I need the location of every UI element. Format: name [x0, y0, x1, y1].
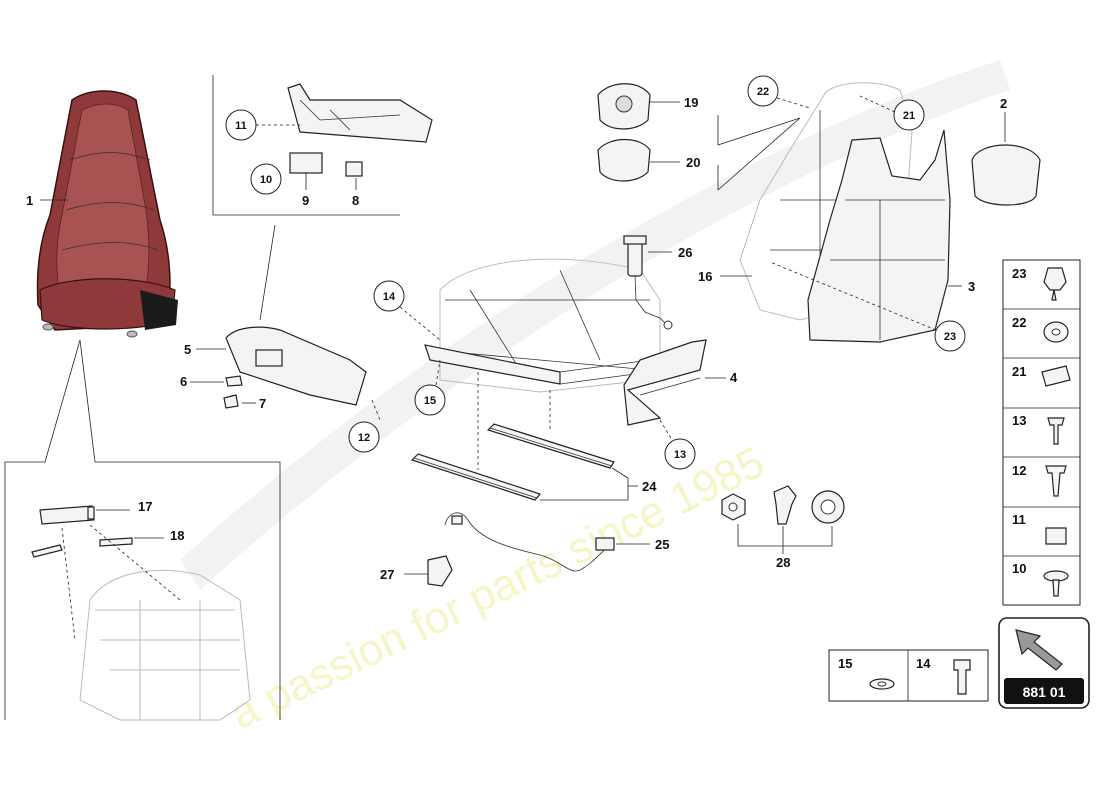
legend-11: 11	[1012, 512, 1026, 527]
legend-13: 13	[1012, 413, 1026, 428]
svg-text:11: 11	[235, 120, 247, 132]
svg-text:14: 14	[383, 291, 396, 303]
wiring-harness	[444, 512, 615, 572]
legend-12: 12	[1012, 463, 1026, 478]
callout-14	[373, 280, 405, 312]
seat-rails	[410, 423, 615, 501]
label-28: 28	[776, 555, 790, 570]
svg-text:13: 13	[674, 449, 686, 461]
label-2: 2	[1000, 96, 1007, 111]
label-17: 17	[138, 499, 152, 514]
label-19: 19	[684, 95, 698, 110]
label-4: 4	[730, 370, 738, 385]
fastener-legend: 23 22 21 13 12 11 10	[1002, 259, 1081, 606]
seat-side-trim	[223, 326, 367, 409]
legend-23: 23	[1012, 266, 1026, 281]
label-18: 18	[170, 528, 184, 543]
svg-text:21: 21	[903, 110, 915, 122]
legend-15: 15	[838, 656, 852, 671]
hardware-group-28	[721, 485, 845, 525]
headrest-cover-part-2	[971, 144, 1041, 206]
callout-12	[348, 421, 380, 453]
diagram-code-box: 881 01	[998, 617, 1090, 709]
label-7: 7	[259, 396, 266, 411]
label-24: 24	[642, 479, 657, 494]
callout-23	[934, 320, 966, 352]
label-3: 3	[968, 279, 975, 294]
callout-10	[250, 163, 282, 195]
sensor-27	[427, 555, 453, 587]
label-25: 25	[655, 537, 669, 552]
seat-switch-housing	[287, 83, 433, 177]
diagram-code: 881 01	[1023, 684, 1066, 700]
label-26: 26	[678, 245, 692, 260]
headrest-pads	[597, 83, 651, 182]
callout-22	[747, 75, 779, 107]
label-16: 16	[698, 269, 712, 284]
svg-text:23: 23	[944, 331, 956, 343]
callout-21	[893, 99, 925, 131]
svg-text:22: 22	[757, 86, 769, 98]
label-27: 27	[380, 567, 394, 582]
svg-text:15: 15	[424, 395, 436, 407]
legend-10: 10	[1012, 561, 1026, 576]
label-1: 1	[26, 193, 33, 208]
seat-frame-detail	[31, 505, 251, 721]
svg-text:12: 12	[358, 432, 370, 444]
label-5: 5	[184, 342, 191, 357]
label-6: 6	[180, 374, 187, 389]
legend-14: 14	[916, 656, 931, 671]
label-8: 8	[352, 193, 359, 208]
seat-assembly-part-1	[36, 90, 178, 338]
svg-text:10: 10	[260, 174, 272, 186]
legend-22: 22	[1012, 315, 1026, 330]
legend-21: 21	[1012, 364, 1026, 379]
label-9: 9	[302, 193, 309, 208]
label-20: 20	[686, 155, 700, 170]
callout-15	[414, 384, 446, 416]
seatback-shell-part-3	[807, 129, 951, 343]
callout-13	[664, 438, 696, 470]
washer-screw-legend: 15 14	[828, 649, 989, 702]
belt-buckle	[623, 235, 673, 330]
seat-cover-panel	[623, 339, 707, 426]
